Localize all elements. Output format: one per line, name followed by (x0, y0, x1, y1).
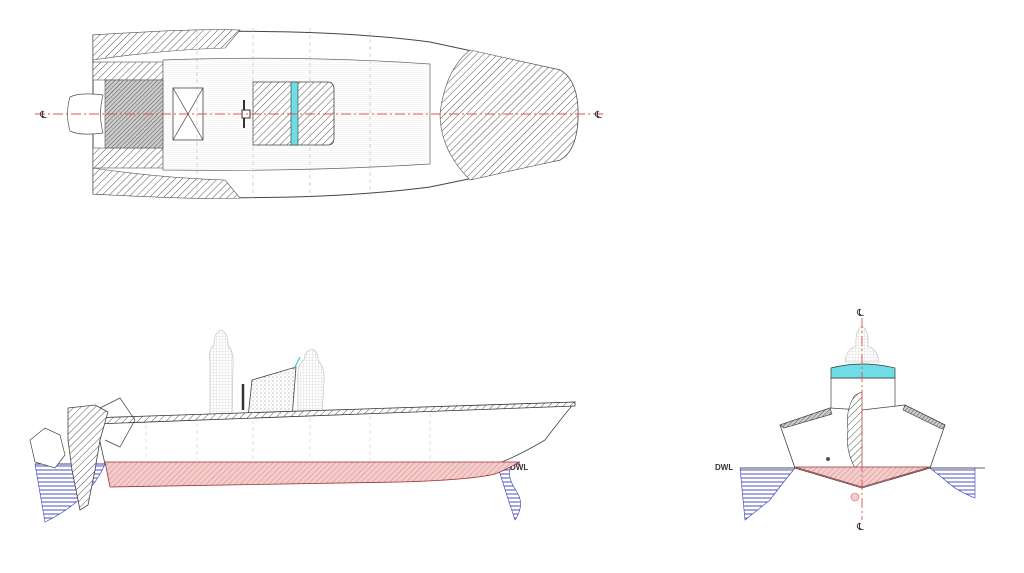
plan-stern-quarter-port (92, 61, 164, 81)
water-port (739, 467, 796, 521)
section-underwater-hull (794, 466, 931, 488)
plan-gunwale-port (92, 29, 241, 61)
section-view: DWL ℄ ℄ (715, 308, 985, 533)
outboard-tilted-outline (29, 427, 66, 469)
water-stbd (929, 467, 976, 499)
plan-stern-quarter-stbd (92, 147, 164, 169)
dwl-label-section: DWL (715, 463, 733, 472)
profile-station-lines (145, 413, 431, 460)
profile-view: DWL (29, 329, 576, 523)
centerline-label-bottom: ℄ (856, 522, 864, 533)
section-skeg (850, 492, 860, 502)
centerline-label-fwd: ℄ (594, 110, 602, 121)
profile-underwater-hull (104, 461, 521, 488)
water-bow (496, 463, 521, 521)
centerline-label-aft: ℄ (39, 110, 47, 121)
plan-view: ℄ ℄ (35, 28, 605, 199)
profile-console (247, 366, 297, 419)
plan-gunwale-stbd (92, 167, 241, 199)
dwl-label-profile: DWL (510, 463, 528, 472)
centerline-label-top: ℄ (856, 308, 864, 319)
section-fitting (826, 457, 830, 461)
plan-windscreen (290, 81, 299, 146)
outboard-cowling-tilted (99, 397, 136, 448)
section-deck-stbd (902, 404, 946, 430)
outboard-motor-profile (67, 404, 109, 511)
profile-windscreen (293, 356, 301, 370)
person-silhouette-aft (209, 329, 234, 421)
person-silhouette-fwd (297, 348, 325, 419)
section-windscreen (830, 363, 896, 379)
plan-station-lines (196, 28, 371, 198)
plan-bow-deck (439, 49, 579, 181)
section-deck-port (779, 407, 833, 429)
